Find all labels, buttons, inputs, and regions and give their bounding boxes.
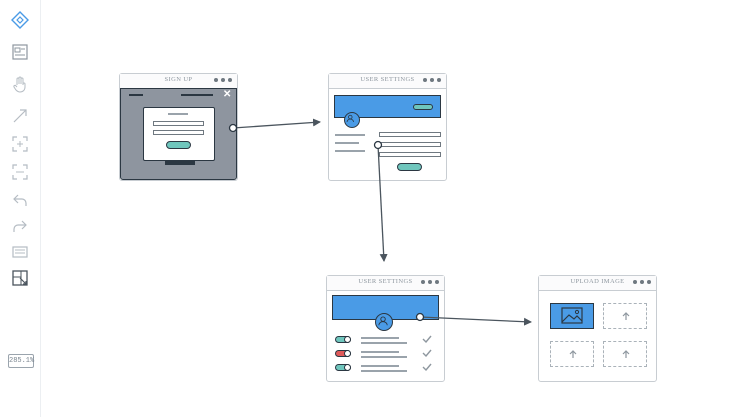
settings-field[interactable] bbox=[379, 152, 441, 157]
mockup-icon[interactable] bbox=[10, 42, 30, 62]
upload-arrow-icon bbox=[622, 350, 630, 358]
upload-slot[interactable] bbox=[550, 341, 594, 367]
image-icon bbox=[561, 307, 583, 324]
option-line bbox=[361, 342, 407, 344]
email-field[interactable] bbox=[153, 121, 204, 126]
option-line bbox=[361, 365, 399, 367]
user-settings-title: USER SETTINGS bbox=[360, 76, 415, 83]
banner-button[interactable] bbox=[413, 104, 433, 110]
option-line bbox=[361, 356, 407, 358]
option-line bbox=[361, 370, 407, 372]
logo-icon[interactable] bbox=[10, 10, 30, 30]
arrow-icon[interactable] bbox=[10, 106, 30, 126]
close-icon[interactable]: ✕ bbox=[223, 89, 232, 100]
check-icon bbox=[422, 335, 432, 343]
modal-shadow bbox=[165, 161, 195, 165]
keyboard-icon[interactable] bbox=[10, 242, 30, 262]
upload-image-frame[interactable]: UPLOAD IMAGE bbox=[538, 275, 657, 382]
fit-frame-icon[interactable] bbox=[10, 162, 30, 182]
signup-frame[interactable]: SIGN UP ✕ bbox=[119, 73, 238, 181]
save-button[interactable] bbox=[397, 163, 422, 171]
option-line bbox=[361, 337, 399, 339]
toggle-switch[interactable] bbox=[335, 364, 351, 371]
user-settings-titlebar: USER SETTINGS bbox=[327, 276, 444, 291]
check-icon bbox=[422, 349, 432, 357]
undo-icon[interactable] bbox=[10, 190, 30, 210]
modal-overlay: ✕ bbox=[120, 88, 237, 180]
settings-field[interactable] bbox=[379, 142, 441, 147]
user-settings-title: USER SETTINGS bbox=[358, 278, 413, 285]
zoom-level[interactable]: 285.1% bbox=[8, 354, 34, 368]
signup-title: SIGN UP bbox=[164, 76, 193, 83]
overlay-nav-line bbox=[129, 94, 143, 96]
profile-banner bbox=[334, 95, 441, 118]
window-dots-icon bbox=[423, 78, 441, 82]
flow-canvas[interactable]: SIGN UP ✕ USER SETTINGS bbox=[41, 0, 730, 417]
toggle-switch[interactable] bbox=[335, 336, 351, 343]
avatar-icon[interactable] bbox=[375, 313, 393, 331]
user-settings-frame[interactable]: USER SETTINGS bbox=[328, 73, 447, 181]
user-settings-titlebar: USER SETTINGS bbox=[329, 74, 446, 89]
avatar-icon[interactable] bbox=[344, 112, 360, 128]
window-dots-icon bbox=[633, 280, 651, 284]
upload-arrow-icon bbox=[622, 312, 630, 320]
signup-titlebar: SIGN UP bbox=[120, 74, 237, 89]
option-line bbox=[361, 351, 399, 353]
upload-arrow-icon bbox=[569, 350, 577, 358]
sidebar-line bbox=[335, 150, 365, 152]
upload-slot[interactable] bbox=[603, 341, 647, 367]
connector-signup-to-settings[interactable] bbox=[228, 118, 321, 133]
add-frame-icon[interactable] bbox=[10, 134, 30, 154]
signup-button[interactable] bbox=[166, 141, 191, 149]
resize-icon[interactable] bbox=[10, 268, 30, 288]
redo-icon[interactable] bbox=[10, 216, 30, 236]
window-dots-icon bbox=[421, 280, 439, 284]
upload-image-title: UPLOAD IMAGE bbox=[570, 278, 625, 285]
modal-heading-line bbox=[168, 113, 188, 115]
upload-image-titlebar: UPLOAD IMAGE bbox=[539, 276, 656, 291]
check-icon bbox=[422, 363, 432, 371]
password-field[interactable] bbox=[153, 130, 204, 135]
hand-icon[interactable] bbox=[10, 74, 30, 94]
sidebar-line bbox=[335, 142, 359, 144]
settings-field[interactable] bbox=[379, 132, 441, 137]
toggle-switch[interactable] bbox=[335, 350, 351, 357]
user-settings-toggles-frame[interactable]: USER SETTINGS bbox=[326, 275, 445, 382]
signup-modal bbox=[143, 107, 215, 161]
window-dots-icon bbox=[214, 78, 232, 82]
upload-slot[interactable] bbox=[603, 303, 647, 329]
sidebar-line bbox=[335, 134, 365, 136]
image-thumbnail[interactable] bbox=[550, 303, 594, 329]
overlay-nav-line bbox=[181, 94, 213, 96]
tool-sidebar: 285.1% bbox=[0, 0, 41, 417]
